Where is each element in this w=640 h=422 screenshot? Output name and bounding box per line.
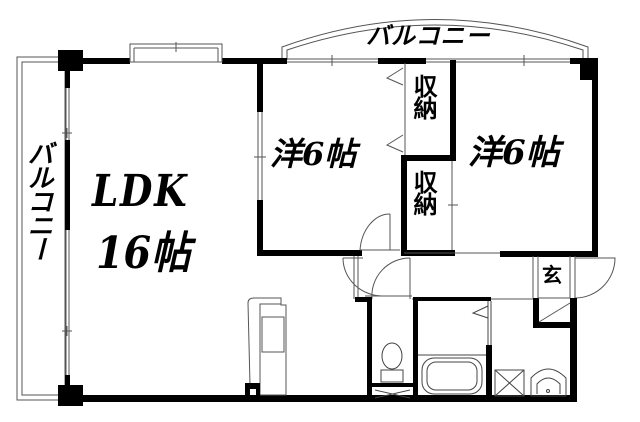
western-room-1-label: 洋6帖 xyxy=(270,135,357,173)
top-balcony-label: バルコニー xyxy=(366,21,491,50)
washing-machine-icon xyxy=(494,369,525,397)
closet-door-middle xyxy=(385,134,404,153)
bath-walls xyxy=(486,345,492,401)
toilet-fixture xyxy=(374,342,411,399)
ldk-top-window xyxy=(129,42,223,63)
storage-lines xyxy=(385,63,458,250)
western-room-2-walls xyxy=(500,251,598,257)
top-sliding-windows xyxy=(287,55,570,66)
western-room-1-walls xyxy=(257,60,362,256)
left-balcony-label: バルコニー xyxy=(23,140,53,260)
bathtub-icon xyxy=(421,357,483,395)
ldk-size-label: 16帖 xyxy=(96,228,191,279)
left-sliding-windows xyxy=(62,88,72,375)
western-room-2-label: 洋6帖 xyxy=(468,133,560,173)
laundry-area xyxy=(494,368,567,397)
top-balcony xyxy=(281,19,589,60)
bath-lines xyxy=(418,301,492,395)
storage-lower-label: 収納 xyxy=(409,170,438,214)
kitchen-column xyxy=(245,383,260,396)
bath-door xyxy=(471,305,489,319)
western-room-1-window xyxy=(254,112,266,200)
storage-upper-label: 収納 xyxy=(409,74,438,118)
toilet-bowl-icon xyxy=(381,342,403,370)
entrance-label: 玄 xyxy=(542,263,562,287)
closet-door-upper xyxy=(385,67,404,86)
entrance-walls xyxy=(533,298,577,401)
column-top-left xyxy=(58,50,83,71)
ldk-label: LDK xyxy=(92,166,189,217)
wash-basin-icon xyxy=(530,368,567,397)
entrance-lines xyxy=(532,256,576,323)
toilet-room-walls xyxy=(355,297,491,401)
outer-walls xyxy=(58,50,598,406)
kitchen-fridge xyxy=(247,297,287,396)
